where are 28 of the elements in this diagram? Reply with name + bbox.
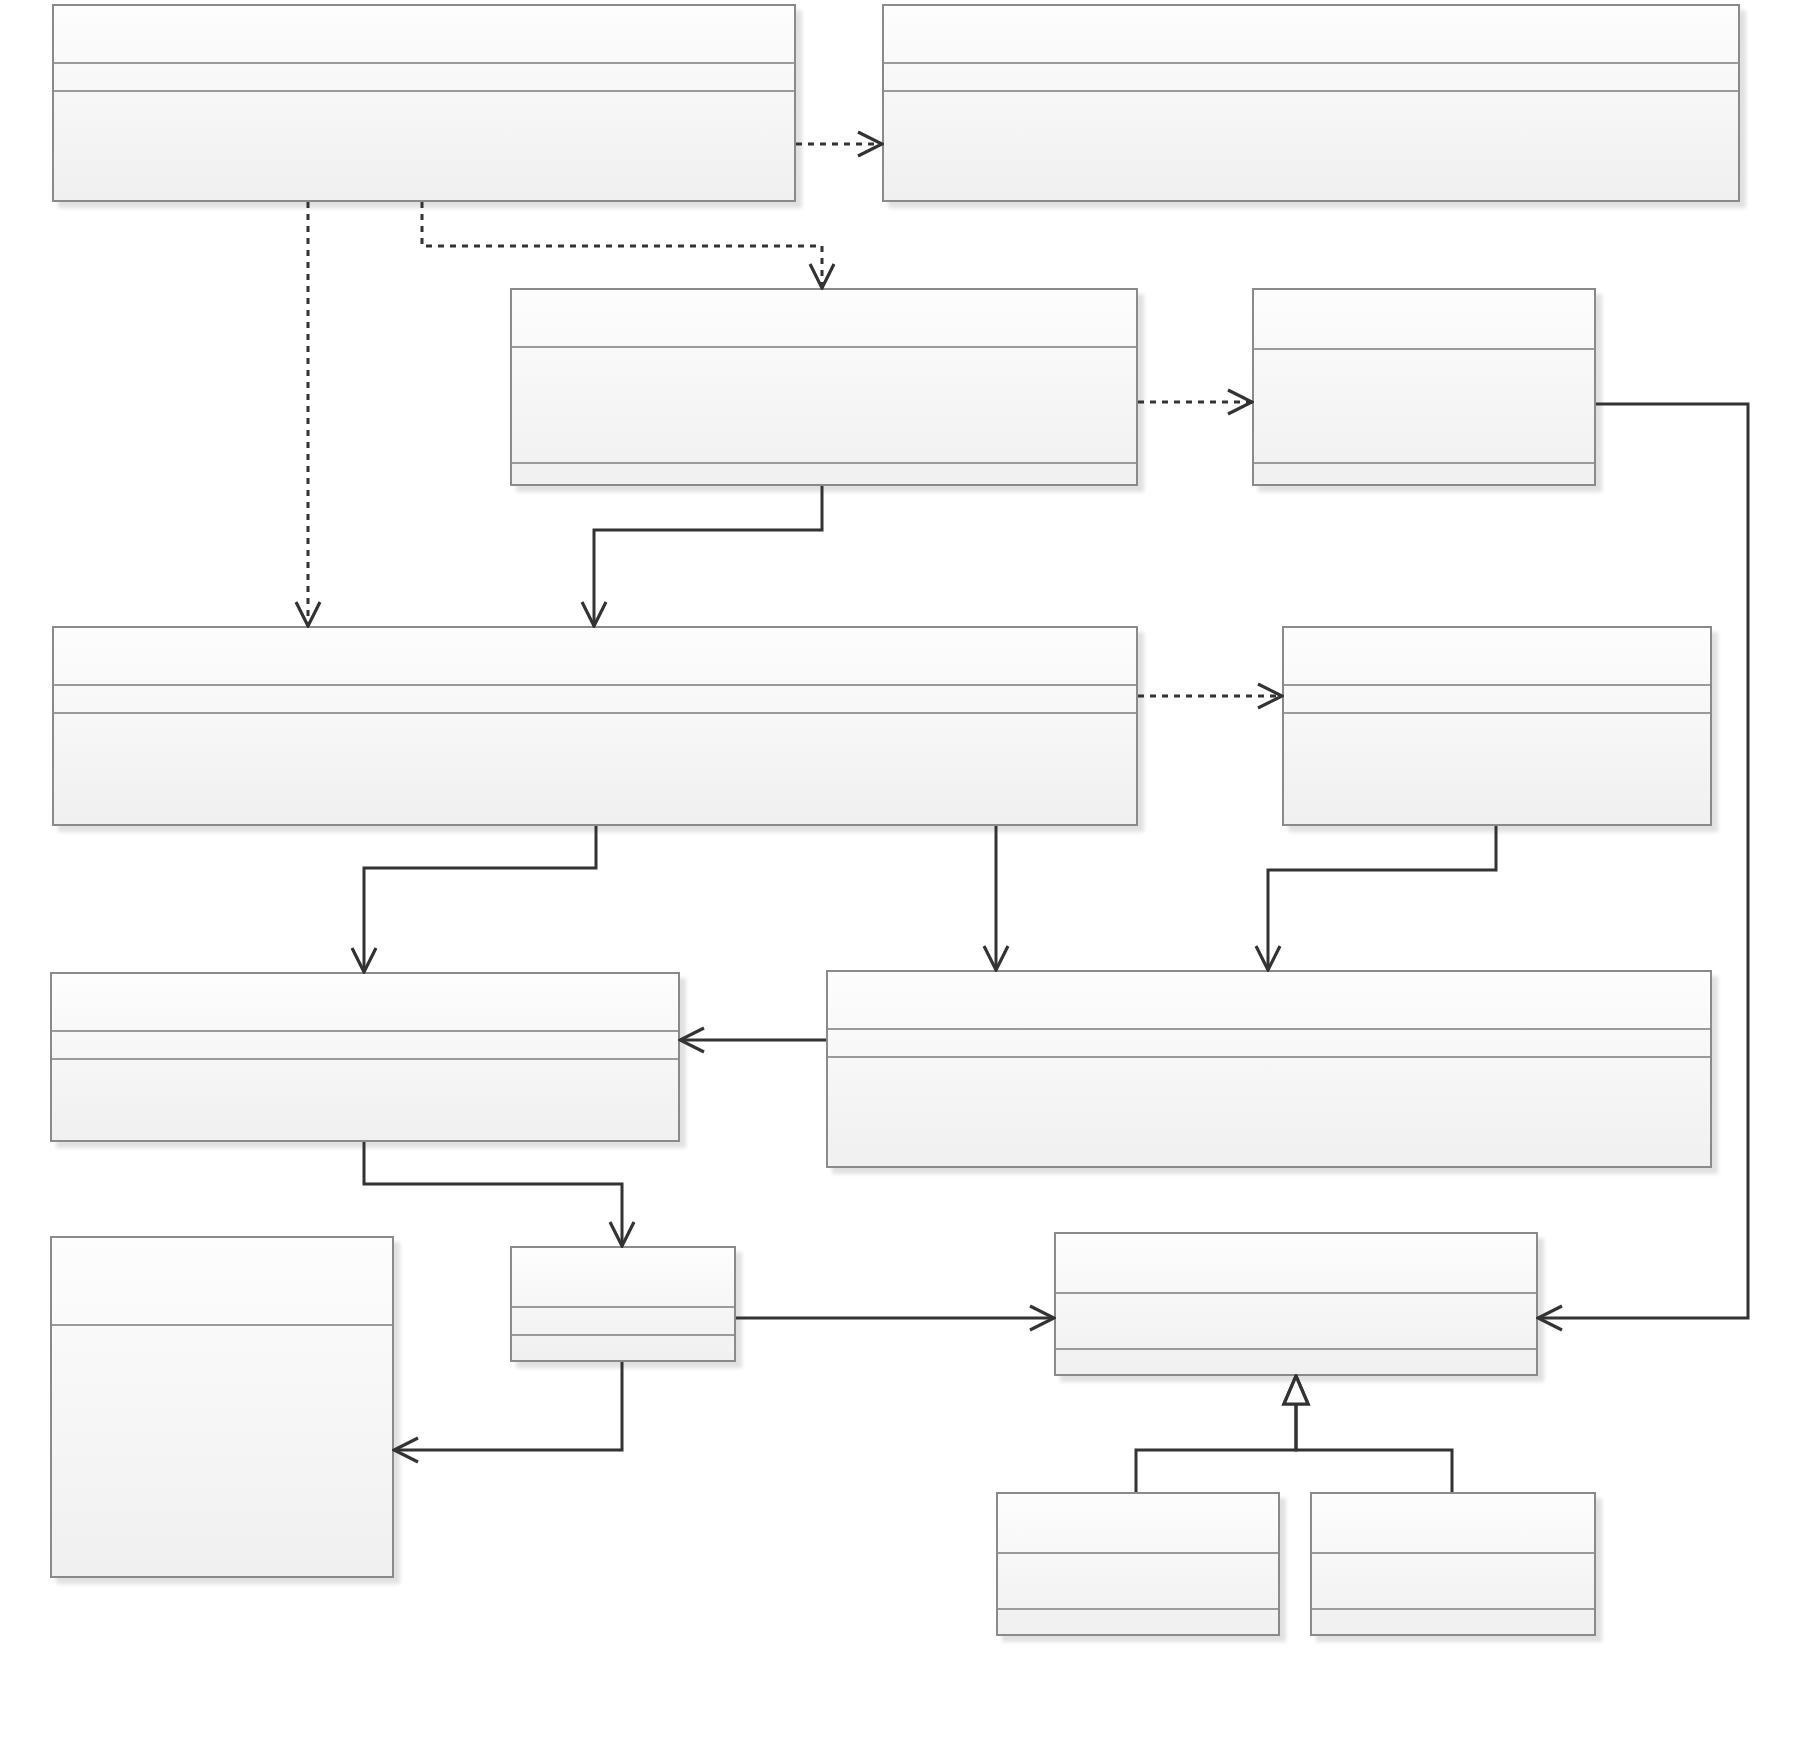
class-box (1310, 1492, 1596, 1636)
class-box (50, 1236, 394, 1578)
class-box (50, 972, 680, 1142)
arrow (1138, 388, 1254, 416)
arrow (1138, 682, 1284, 710)
class-box (1054, 1232, 1538, 1376)
arrow (420, 202, 836, 290)
arrow (580, 486, 824, 628)
arrow (392, 1362, 624, 1464)
arrow (1282, 1374, 1454, 1492)
class-box (510, 1246, 736, 1362)
class-box (996, 1492, 1280, 1636)
class-box (1252, 288, 1596, 486)
arrow (736, 1304, 1056, 1332)
class-box (882, 4, 1740, 202)
arrow (362, 1142, 636, 1248)
class-box (826, 970, 1712, 1168)
arrow (294, 202, 322, 628)
arrow (1254, 826, 1498, 972)
arrow (678, 1026, 826, 1054)
class-box (1282, 626, 1712, 826)
arrow (796, 130, 884, 158)
arrow (982, 826, 1010, 972)
arrow (350, 826, 598, 974)
arrow (1536, 402, 1750, 1332)
class-box (52, 4, 796, 202)
class-box (510, 288, 1138, 486)
class-box (52, 626, 1138, 826)
